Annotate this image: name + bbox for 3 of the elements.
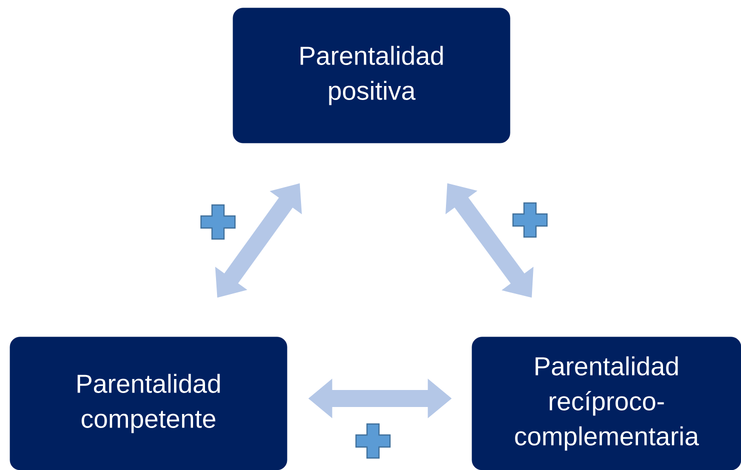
text-box: Parentalidad competente <box>10 336 288 470</box>
text-box: Parentalidad recíproco-complementaria <box>472 336 741 470</box>
text-box: Parentalidad positiva <box>232 8 510 144</box>
